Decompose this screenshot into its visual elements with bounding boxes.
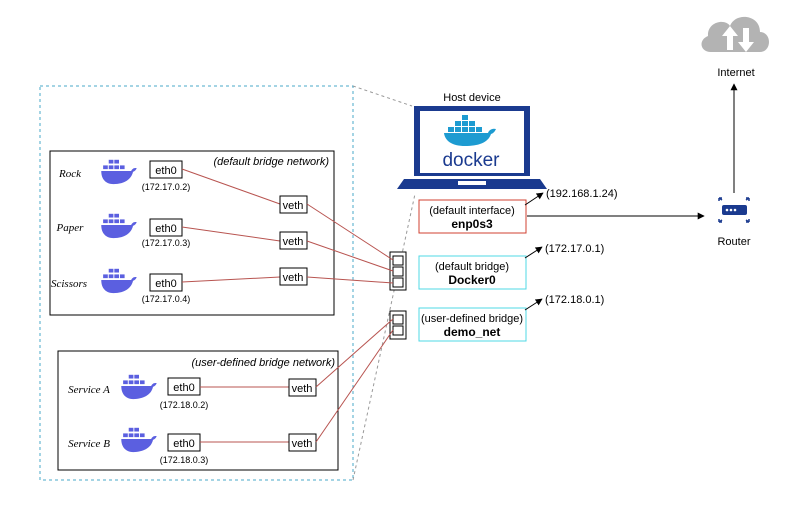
veth-bridge-link <box>306 203 394 261</box>
guide-line-top <box>352 85 413 107</box>
eth-veth-link <box>181 168 281 205</box>
eth-veth-link <box>181 276 281 283</box>
eth0-port <box>149 273 183 292</box>
enp0s3-interface: (default interface) enp0s3 <box>418 199 527 234</box>
container-scissors: Scissors eth0 (172.17.0.4) veth <box>51 267 394 304</box>
docker-logo-icon <box>444 115 496 146</box>
demo-net-name: demo_net <box>444 325 501 339</box>
default-bridge-network-box <box>49 150 335 316</box>
user-network-label: (user-defined bridge network) <box>192 357 336 369</box>
laptop-icon <box>397 106 547 189</box>
container-ip: (172.17.0.4) <box>142 294 191 304</box>
container-name: Rock <box>58 168 82 180</box>
docker0-name: Docker0 <box>448 273 496 287</box>
docker-logo-text: docker <box>442 150 500 171</box>
demo-net-port-stack <box>389 310 407 340</box>
demo-net-caption: (user-defined bridge) <box>421 313 523 325</box>
enp0s3-ip-arrow <box>524 192 544 206</box>
enp0s3-caption: (default interface) <box>429 205 515 217</box>
enp0s3-ip: (192.168.1.24) <box>546 188 618 200</box>
docker-whale-icon <box>101 268 137 294</box>
eth0-label: eth0 <box>173 382 194 394</box>
container-service-b: Service B eth0 (172.18.0.3) veth <box>68 329 394 465</box>
docker0-caption: (default bridge) <box>435 261 509 273</box>
docker0-bridge: (default bridge) Docker0 <box>418 255 527 290</box>
veth-port <box>279 231 308 250</box>
veth-label: veth <box>283 236 304 248</box>
demo-net-ip: (172.18.0.1) <box>545 294 604 306</box>
veth-port <box>279 267 308 286</box>
docker0-ip: (172.17.0.1) <box>545 243 604 255</box>
veth-bridge-link <box>315 329 394 443</box>
veth-bridge-link <box>315 318 394 388</box>
internet-label: Internet <box>717 67 754 79</box>
enp0s3-name: enp0s3 <box>451 217 493 231</box>
demo-net-ip-arrow <box>524 298 543 311</box>
docker0-port-stack <box>389 251 407 291</box>
eth0-label: eth0 <box>155 223 176 235</box>
veth-label: veth <box>292 383 313 395</box>
guide-line-bottom <box>352 193 416 481</box>
docker-whale-icon <box>101 159 137 185</box>
veth-label: veth <box>292 438 313 450</box>
host-label: Host device <box>443 92 500 104</box>
veth-bridge-link <box>306 276 394 284</box>
eth0-label: eth0 <box>155 278 176 290</box>
eth0-label: eth0 <box>155 165 176 177</box>
container-ip: (172.18.0.3) <box>160 455 209 465</box>
veth-port <box>288 378 317 397</box>
container-name: Service B <box>68 438 110 450</box>
container-paper: Paper eth0 (172.17.0.3) veth <box>56 213 394 272</box>
eth0-label: eth0 <box>173 438 194 450</box>
container-ip: (172.17.0.3) <box>142 238 191 248</box>
container-name: Scissors <box>51 278 87 290</box>
container-ip: (172.18.0.2) <box>160 400 209 410</box>
docker-whale-icon <box>121 427 157 453</box>
veth-port <box>288 433 317 452</box>
docker-whale-icon <box>101 213 137 239</box>
host-dashed-frame <box>39 85 354 481</box>
eth-veth-link <box>181 226 281 242</box>
veth-label: veth <box>283 272 304 284</box>
default-network-label: (default bridge network) <box>213 156 329 168</box>
container-name: Service A <box>68 384 110 396</box>
container-rock: Rock eth0 (172.17.0.2) veth <box>58 159 394 261</box>
veth-label: veth <box>283 200 304 212</box>
router-icon <box>715 195 753 223</box>
container-service-a: Service A eth0 (172.18.0.2) veth <box>68 318 394 410</box>
veth-bridge-link <box>306 240 394 272</box>
cloud-upload-download-icon <box>701 16 769 52</box>
container-ip: (172.17.0.2) <box>142 182 191 192</box>
router-label: Router <box>717 236 750 248</box>
docker-whale-icon <box>121 374 157 400</box>
docker0-ip-arrow <box>524 246 543 259</box>
container-name: Paper <box>56 222 85 234</box>
demo-net-bridge: (user-defined bridge) demo_net <box>418 307 527 342</box>
